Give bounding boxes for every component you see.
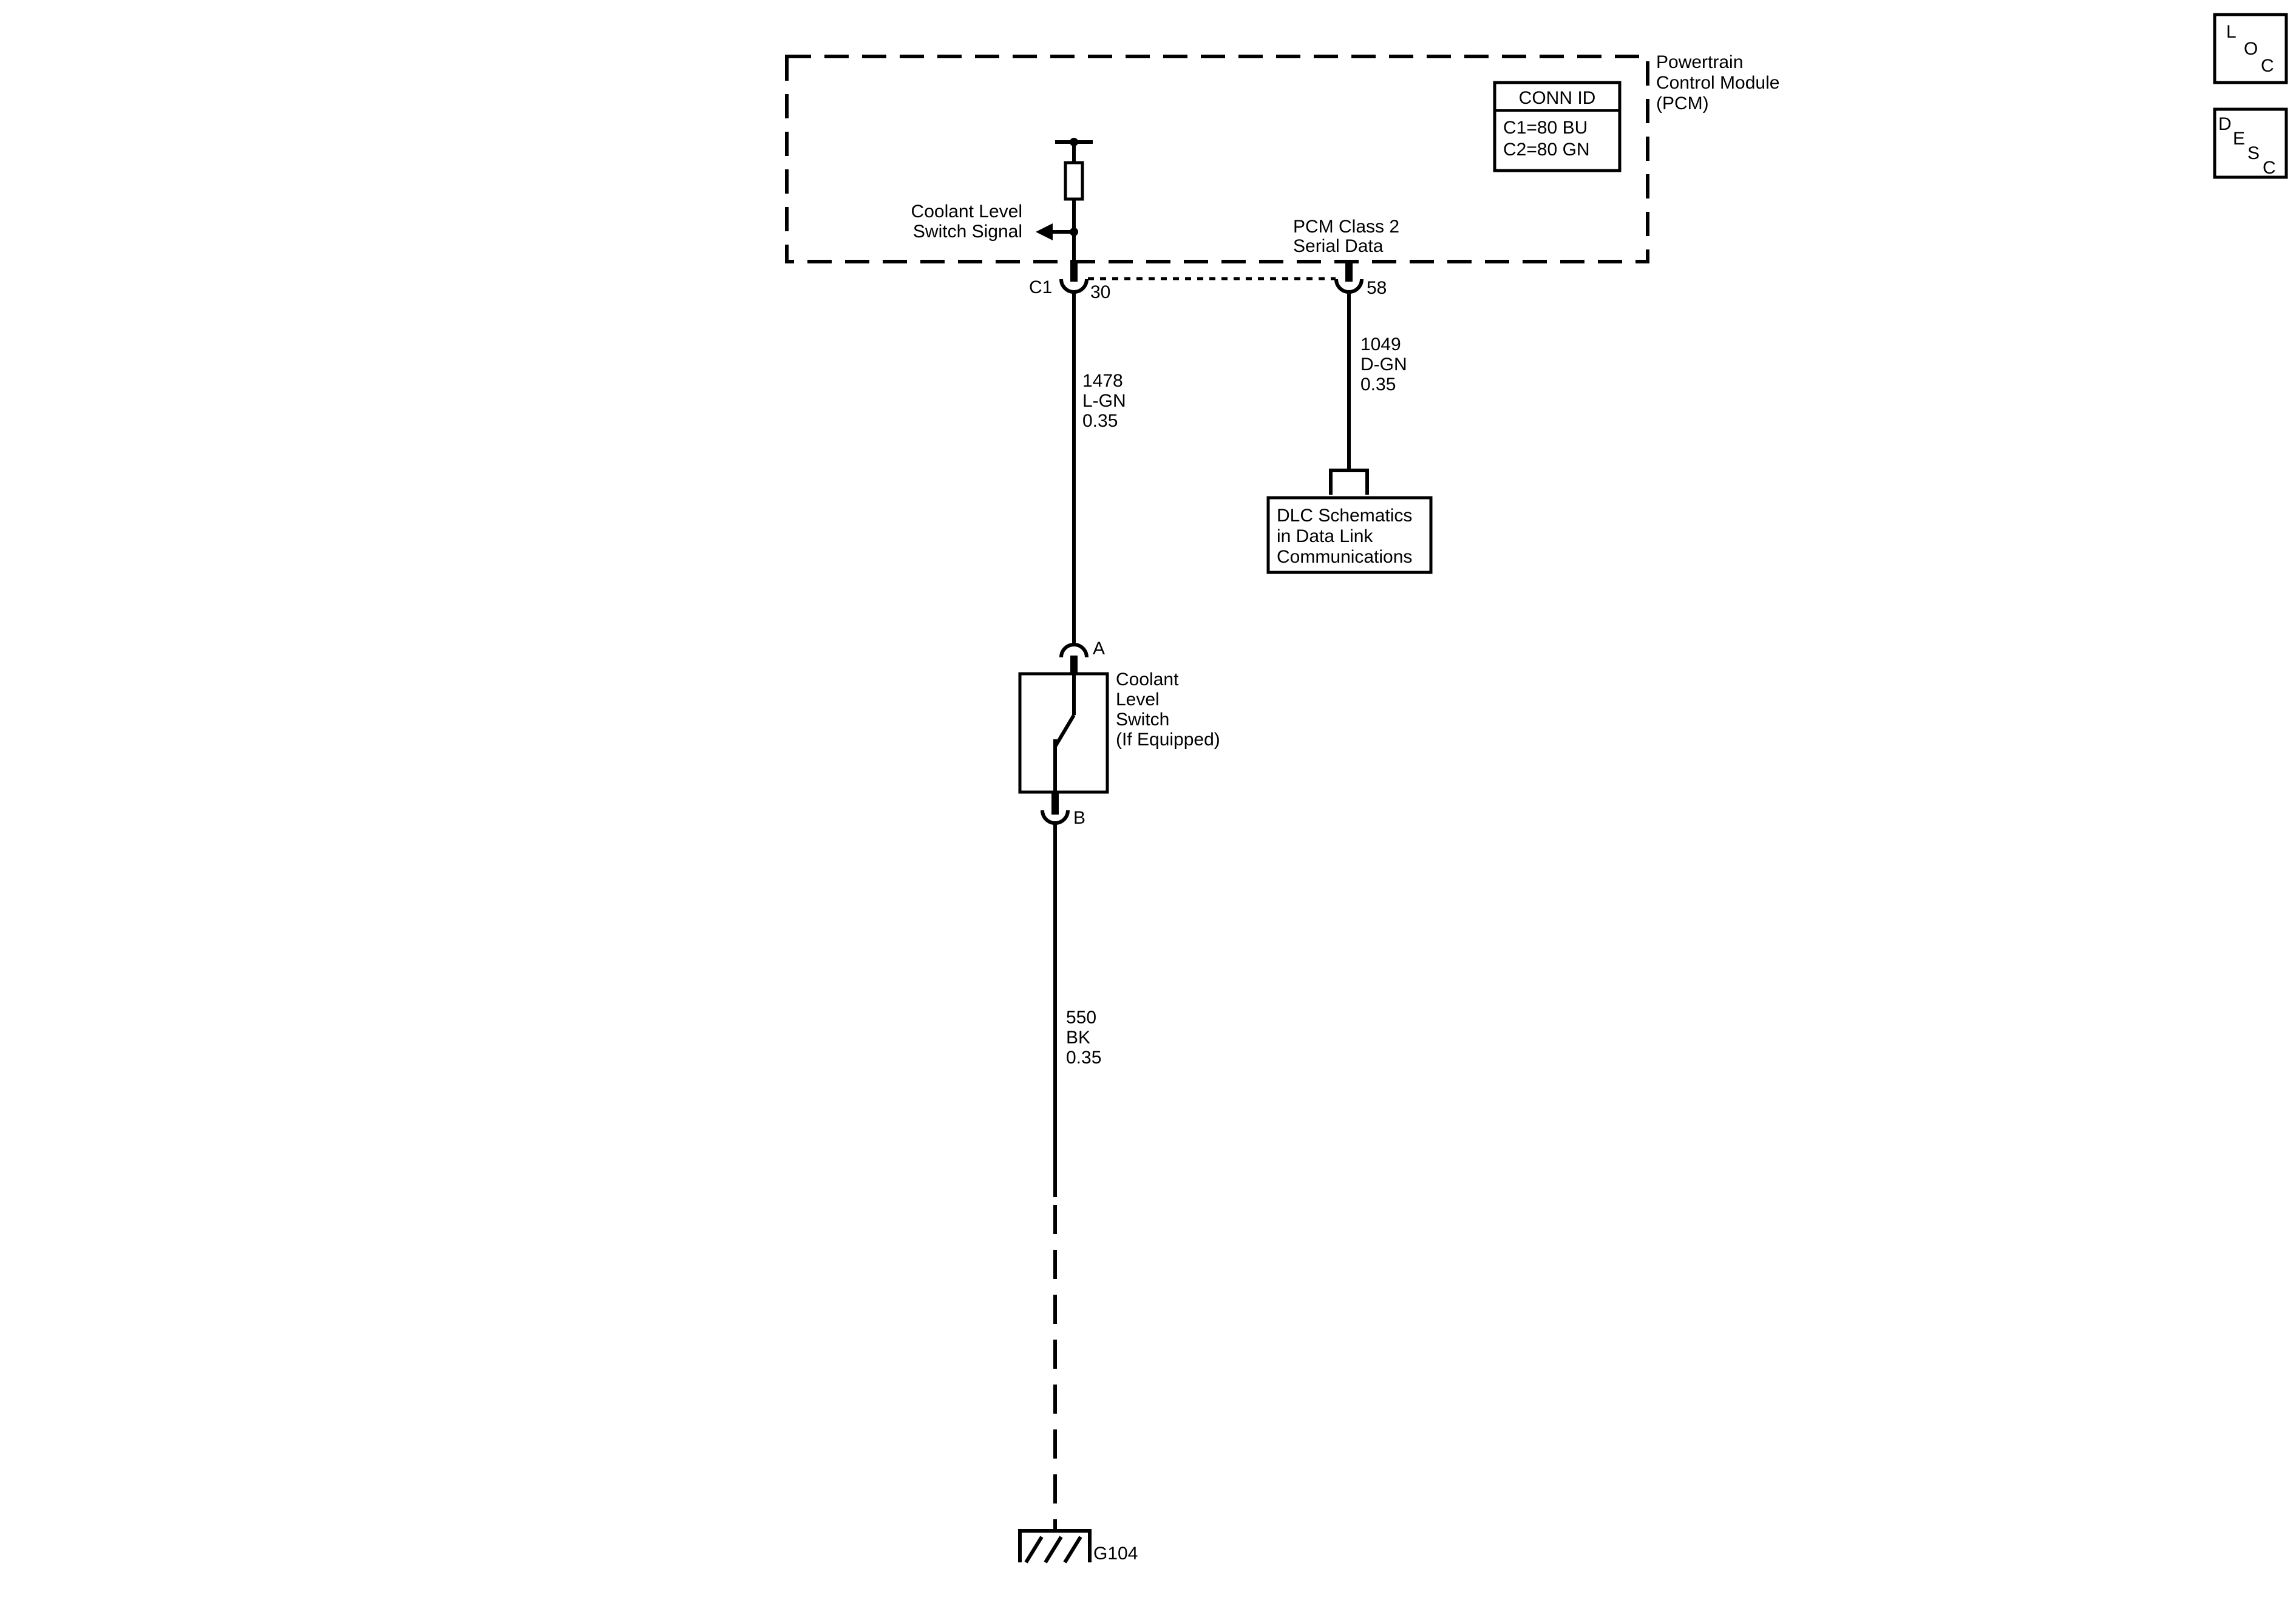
loc-icon[interactable]: L O C bbox=[2213, 13, 2288, 84]
wire-1478-label: 1478 L-GN 0.35 bbox=[1082, 371, 1126, 431]
svg-text:Powertrain: Powertrain bbox=[1656, 52, 1743, 72]
svg-text:1049: 1049 bbox=[1360, 334, 1401, 354]
svg-text:L: L bbox=[2226, 22, 2237, 42]
dlc-box-line: Communications bbox=[1277, 547, 1412, 567]
pcm-name: Powertrain Control Module (PCM) bbox=[1656, 52, 1779, 114]
svg-text:S: S bbox=[2247, 143, 2260, 163]
svg-text:0.35: 0.35 bbox=[1360, 375, 1396, 395]
serial-data-label: PCM Class 2 Serial Data bbox=[1293, 217, 1399, 256]
conn-id-title: CONN ID bbox=[1519, 88, 1596, 108]
switch-pin-b: B bbox=[1041, 792, 1085, 828]
coolant-level-switch bbox=[1018, 672, 1109, 794]
svg-text:Control Module: Control Module bbox=[1656, 73, 1779, 93]
pin-b-label: B bbox=[1073, 808, 1085, 828]
svg-text:(If Equipped): (If Equipped) bbox=[1116, 730, 1220, 750]
dlc-box-line: in Data Link bbox=[1277, 526, 1373, 546]
svg-text:BK: BK bbox=[1066, 1028, 1090, 1048]
switch-pin-a: A bbox=[1059, 639, 1105, 674]
svg-text:D-GN: D-GN bbox=[1360, 354, 1407, 375]
svg-text:E: E bbox=[2233, 129, 2245, 149]
svg-text:Switch Signal: Switch Signal bbox=[913, 222, 1022, 242]
dlc-box-line: DLC Schematics bbox=[1277, 506, 1412, 526]
connector-c1-label: C1 bbox=[1029, 277, 1052, 297]
svg-text:(PCM): (PCM) bbox=[1656, 93, 1709, 114]
svg-text:0.35: 0.35 bbox=[1082, 411, 1118, 431]
svg-text:O: O bbox=[2244, 39, 2258, 59]
svg-text:1478: 1478 bbox=[1082, 371, 1123, 391]
svg-text:D: D bbox=[2218, 114, 2232, 134]
svg-text:0.35: 0.35 bbox=[1066, 1048, 1101, 1068]
ground-label: G104 bbox=[1093, 1544, 1138, 1564]
svg-text:C: C bbox=[2263, 158, 2276, 178]
wire-1049-label: 1049 D-GN 0.35 bbox=[1360, 334, 1407, 395]
dlc-reference[interactable]: DLC Schematics in Data Link Communicatio… bbox=[1266, 469, 1433, 574]
pin-a-label: A bbox=[1093, 639, 1105, 659]
svg-text:550: 550 bbox=[1066, 1008, 1096, 1028]
conn-id-row: C2=80 GN bbox=[1503, 140, 1590, 160]
svg-text:L-GN: L-GN bbox=[1082, 391, 1126, 411]
connector-pin-58: 58 bbox=[1334, 260, 1387, 298]
signal-label: Coolant Level Switch Signal bbox=[911, 202, 1022, 242]
svg-text:PCM Class 2: PCM Class 2 bbox=[1293, 217, 1399, 237]
desc-icon[interactable]: D E S C bbox=[2213, 107, 2288, 179]
conn-id-row: C1=80 BU bbox=[1503, 118, 1588, 138]
conn-id-table: CONN ID C1=80 BU C2=80 GN bbox=[1493, 81, 1622, 172]
svg-text:Level: Level bbox=[1116, 690, 1160, 710]
connector-c1-pin-30: C1 30 bbox=[1029, 260, 1110, 302]
svg-text:Serial Data: Serial Data bbox=[1293, 236, 1384, 256]
wire-550-label: 550 BK 0.35 bbox=[1066, 1008, 1101, 1068]
svg-text:Coolant Level: Coolant Level bbox=[911, 202, 1022, 222]
ground-symbol: G104 bbox=[1018, 1529, 1138, 1564]
pull-up-resistor bbox=[1036, 138, 1093, 267]
svg-text:C: C bbox=[2261, 56, 2274, 76]
pin-30-label: 30 bbox=[1090, 282, 1110, 302]
pin-58-label: 58 bbox=[1367, 278, 1387, 298]
switch-label: Coolant Level Switch (If Equipped) bbox=[1116, 670, 1220, 750]
pcm-module-outline bbox=[785, 55, 1649, 263]
svg-text:Switch: Switch bbox=[1116, 710, 1169, 730]
svg-text:Coolant: Coolant bbox=[1116, 670, 1179, 690]
